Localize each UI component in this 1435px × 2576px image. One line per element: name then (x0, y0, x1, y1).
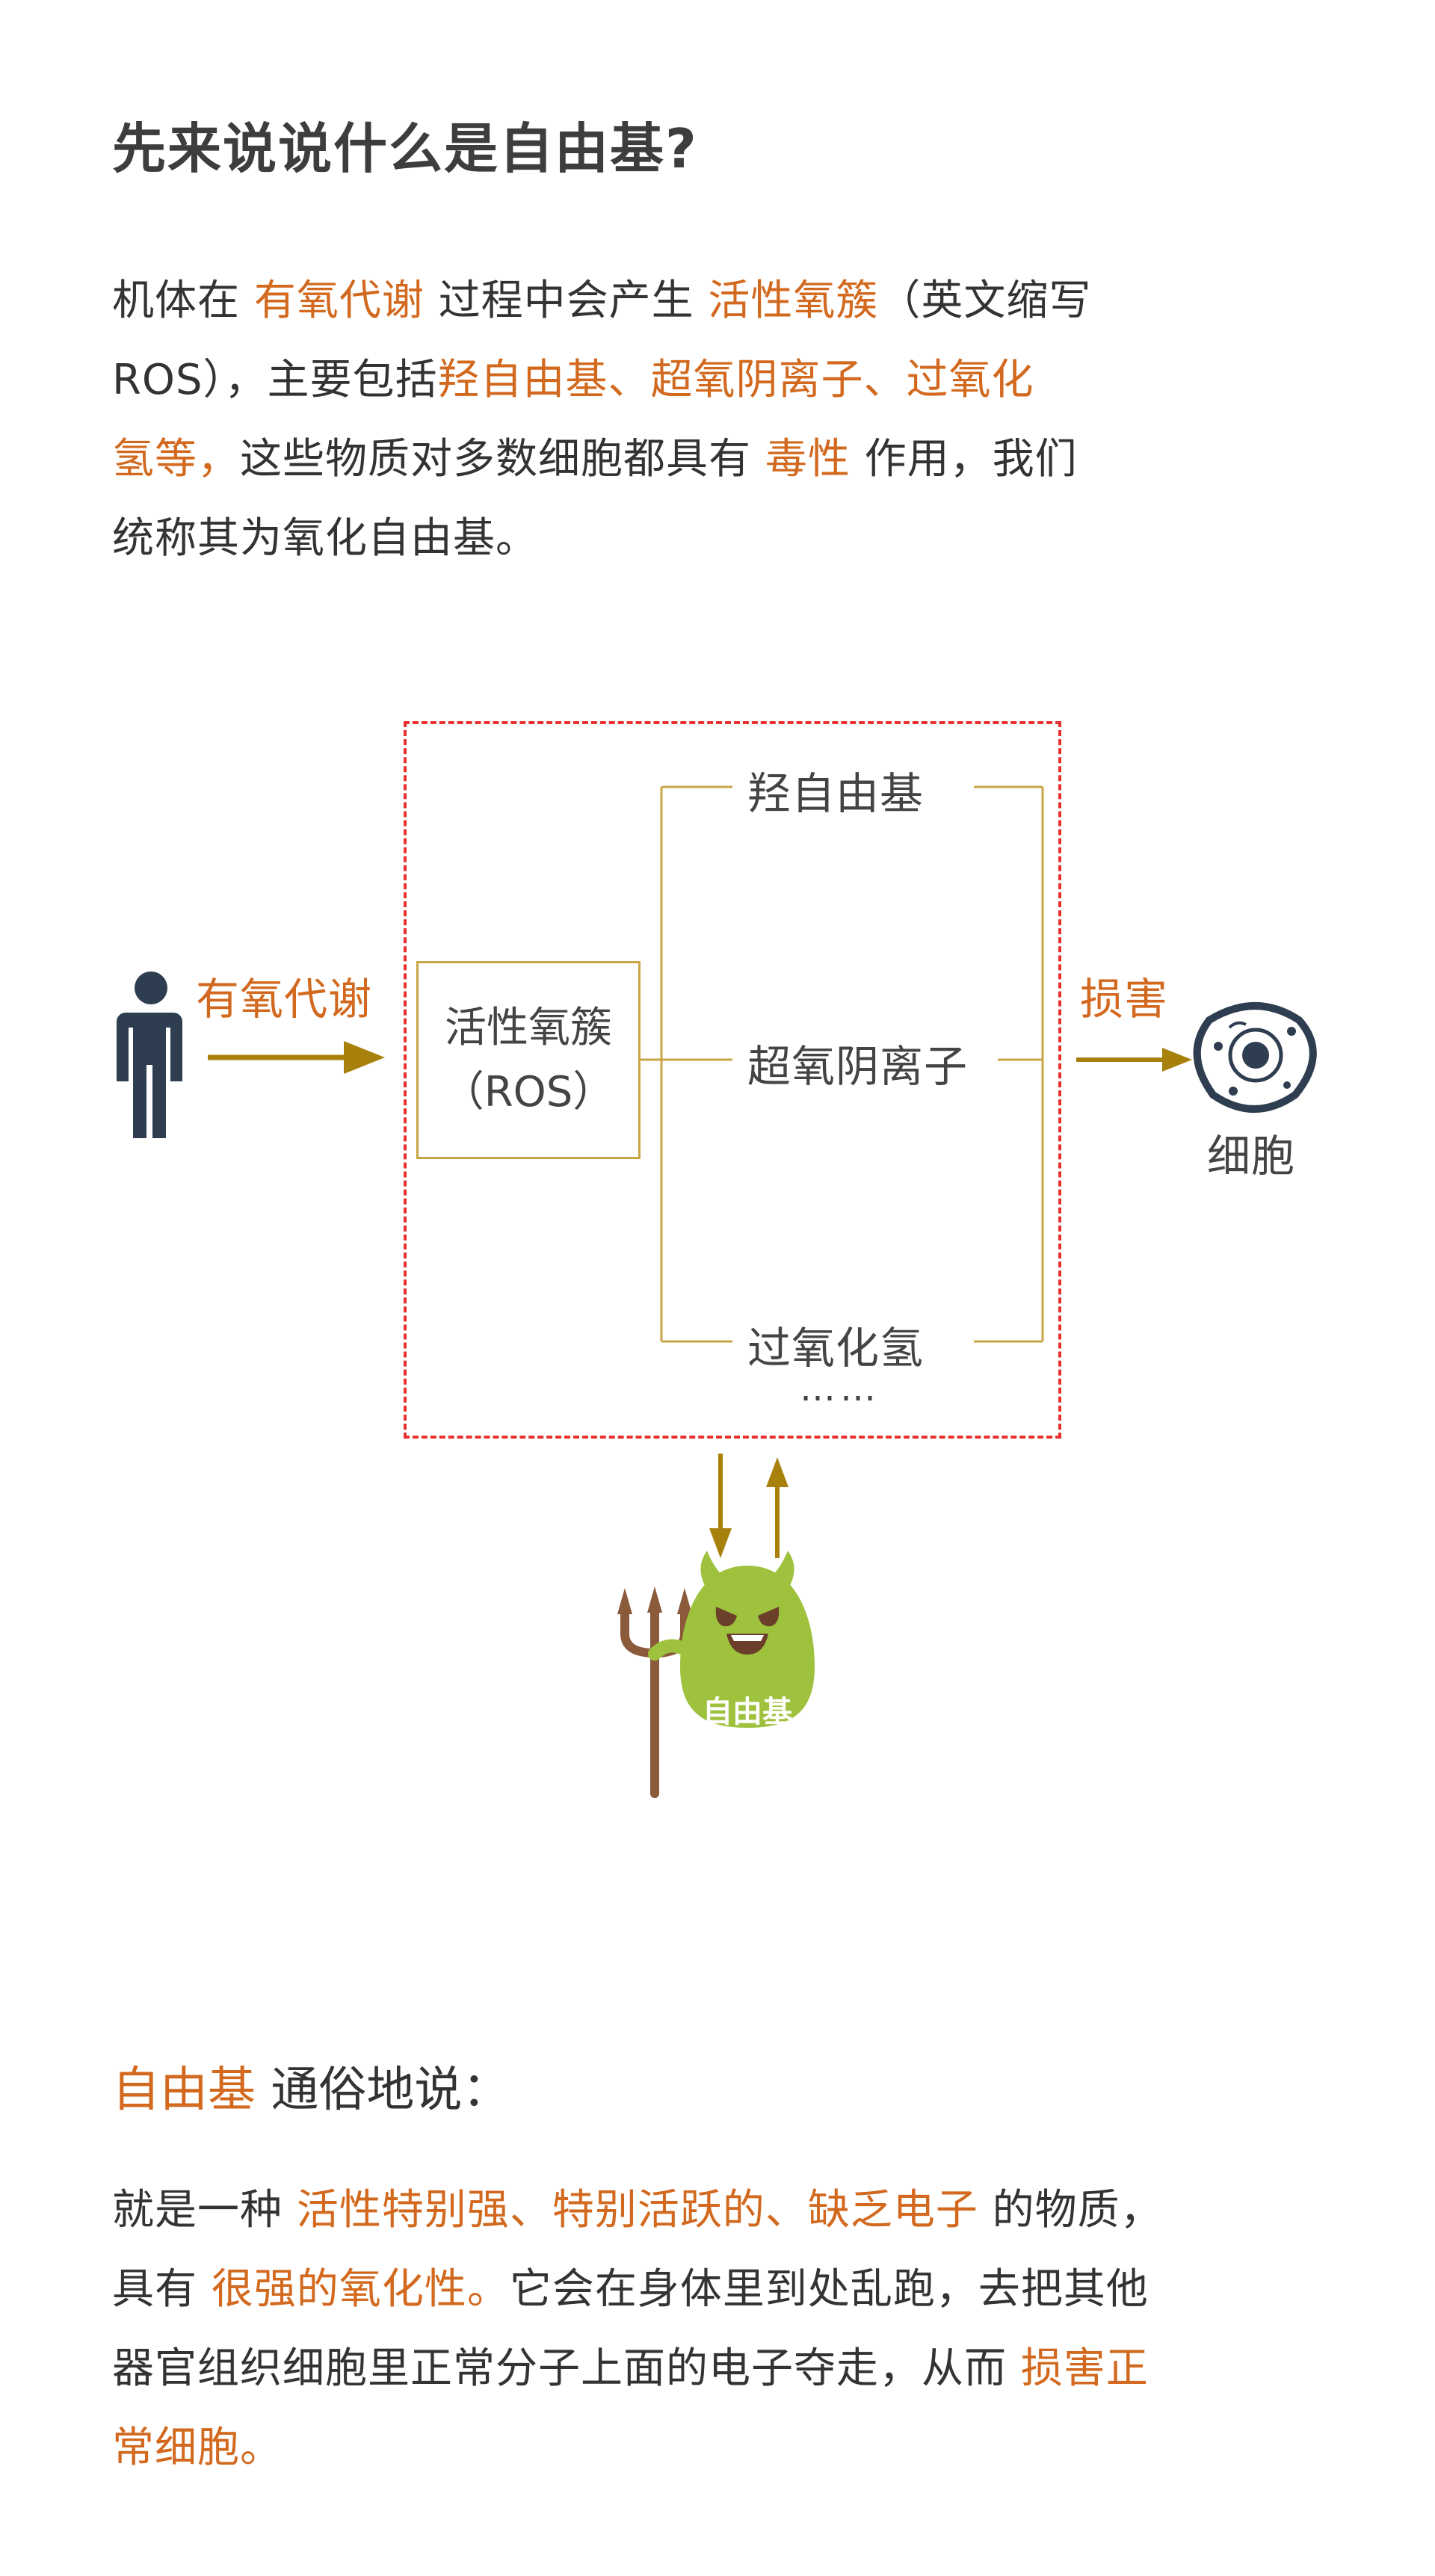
section-title: 自由基 通俗地说： (112, 2051, 510, 2120)
text: 这些物质对多数细胞都具有 (240, 435, 765, 484)
text: 过程中会产生 (424, 277, 709, 325)
more-items: …… (800, 1368, 880, 1409)
highlight: 常细胞。 (112, 2424, 283, 2472)
highlight: 活性氧簇 (708, 277, 879, 325)
text: 作用，我们 (850, 435, 1078, 484)
highlight: 毒性 (765, 435, 851, 484)
text: （英文缩写 (878, 277, 1092, 325)
arrow-damage (1076, 1048, 1192, 1072)
ros-label: 活性氧簇 (445, 1003, 612, 1052)
cell-icon (1193, 1002, 1317, 1113)
explanation-paragraph: 就是一种 活性特别强、特别活跃的、缺乏电子 的物质， 具有 很强的氧化性。它会在… (112, 2171, 1323, 2488)
arrow-metabolism (208, 1041, 385, 1074)
ros-group-dashed-box (404, 721, 1061, 1439)
item-superoxide: 超氧阴离子 (747, 1041, 969, 1092)
damage-label: 损害 (1080, 974, 1169, 1025)
highlight: 活性特别强、特别活跃的、缺乏电子 (296, 2186, 978, 2234)
item-hydroxyl: 羟自由基 (747, 768, 925, 819)
ros-box: 活性氧簇 （ROS） (416, 961, 641, 1159)
text: 的物质， (978, 2186, 1163, 2234)
page-title: 先来说说什么是自由基? (112, 117, 698, 180)
text: 就是一种 (112, 2186, 297, 2234)
highlight: 氢等， (112, 435, 240, 484)
ros-diagram (117, 785, 1317, 1798)
highlight: 羟自由基、超氧阴离子、过氧化 (437, 356, 1034, 404)
intro-paragraph: 机体在 有氧代谢 过程中会产生 活性氧簇（英文缩写 ROS），主要包括羟自由基、… (112, 262, 1323, 578)
text: 它会在身体里到处乱跑，去把其他 (509, 2265, 1149, 2314)
bracket-lines (641, 785, 1044, 1343)
text: 具有 (112, 2265, 212, 2314)
highlight: 自由基 (112, 2063, 256, 2118)
devil-label: 自由基 (703, 1695, 792, 1729)
highlight: 有氧代谢 (253, 277, 425, 325)
devil-icon (617, 1551, 815, 1798)
highlight: 损害正 (1020, 2344, 1149, 2393)
text: 通俗地说： (256, 2063, 510, 2118)
person-icon (117, 972, 182, 1138)
item-peroxide: 过氧化氢 (747, 1323, 925, 1374)
metabolism-label: 有氧代谢 (196, 974, 373, 1025)
cell-label: 细胞 (1207, 1131, 1296, 1182)
text: 器官组织细胞里正常分子上面的电子夺走，从而 (112, 2344, 1021, 2393)
highlight: 很强的氧化性。 (211, 2265, 510, 2314)
text: ROS），主要包括 (112, 356, 438, 404)
ros-abbrev: （ROS） (442, 1067, 615, 1116)
text: 机体在 (112, 277, 254, 325)
exchange-arrows (709, 1454, 789, 1558)
text: 统称其为氧化自由基。 (112, 514, 538, 563)
